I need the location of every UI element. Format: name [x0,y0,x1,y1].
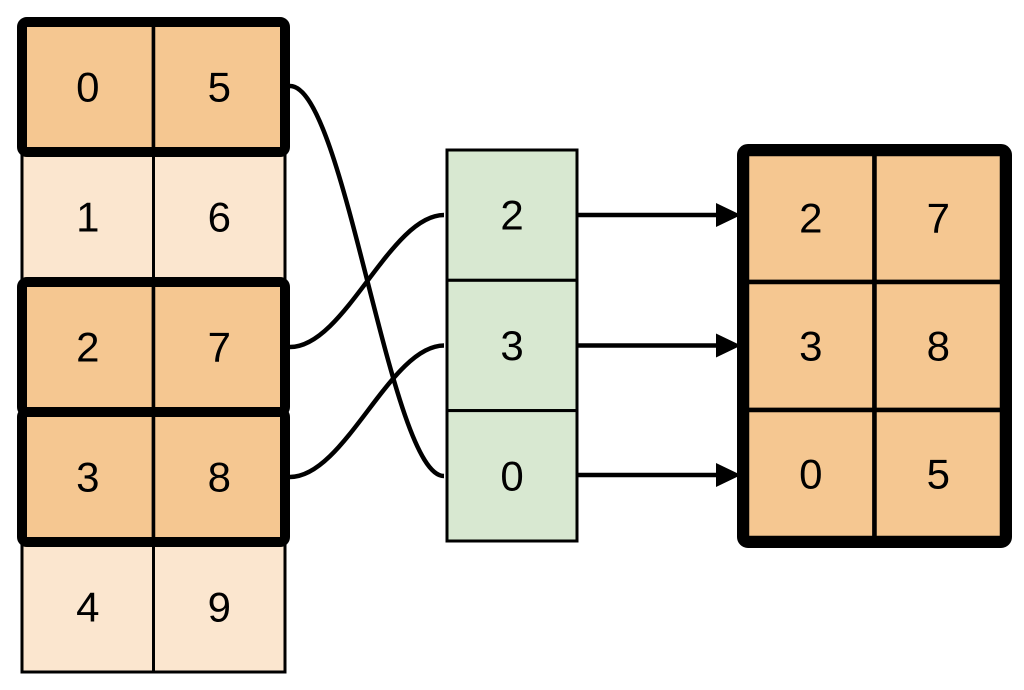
arrow-index2-to-result-row2 [578,463,741,487]
source-cell-r3c1-value: 8 [208,454,231,501]
source-cell-r2c1-value: 7 [208,324,231,371]
index-cell-2-box [445,409,579,543]
source-cell-r1c1-box [152,150,287,284]
result-table [737,144,1012,548]
connector-curve-row2-to-index2 [289,212,445,350]
index-cell-0-value: 2 [500,192,523,239]
source-cell-r3c0-box [20,410,156,544]
source-cell-r1c1-value: 6 [208,194,231,241]
source-cell-r4c1-box [152,540,287,674]
connector-curve-row3-to-index3 [289,343,445,480]
result-cell-r1c0-value: 3 [799,323,822,370]
result-cell-r2c1-value: 5 [927,451,950,498]
index-cell-0-box [445,148,579,282]
result-cell-r1c1-value: 8 [927,323,950,370]
source-cell-r3c1-box [151,410,287,544]
source-cell-r4c0-value: 4 [76,584,99,631]
source-cell-r4c1-value: 9 [208,584,231,631]
result-cell-r0c1-value: 7 [927,195,950,242]
arrowhead-icon [716,203,741,227]
source-cell-r0c0-value: 0 [76,64,99,111]
source-cell-r0c1-box [151,20,287,154]
index-column [445,148,579,543]
arrow-index0-to-result-row0 [578,203,741,227]
result-cell-r2c0-value: 0 [799,451,822,498]
index-cell-1-value: 3 [500,322,523,369]
source-row-4 [20,540,287,674]
index-cell-2-value: 0 [500,453,523,500]
index-cell-1-box [445,278,579,413]
result-cell-r0c0-value: 2 [799,195,822,242]
source-cell-r1c0-value: 1 [76,194,99,241]
source-row-3-highlight-frame [17,407,290,547]
source-row-3-highlighted [17,407,290,547]
source-row-0-highlight-frame [17,17,290,157]
source-cell-r3c0-value: 3 [76,454,99,501]
source-row-1 [20,150,287,284]
source-cell-r2c0-value: 2 [76,324,99,371]
source-cell-r0c1-value: 5 [208,64,231,111]
result-table-frame [737,144,1012,548]
source-row-2-highlighted [17,277,290,417]
arrow-index1-to-result-row1 [578,333,741,358]
source-row-0-highlighted [17,17,290,157]
result-cell-r1c1-box [872,279,1005,413]
arrowhead-icon [716,333,741,358]
arrowhead-icon [716,463,741,487]
source-cell-r1c0-box [20,150,155,284]
result-cell-r1c0-box [744,279,877,413]
